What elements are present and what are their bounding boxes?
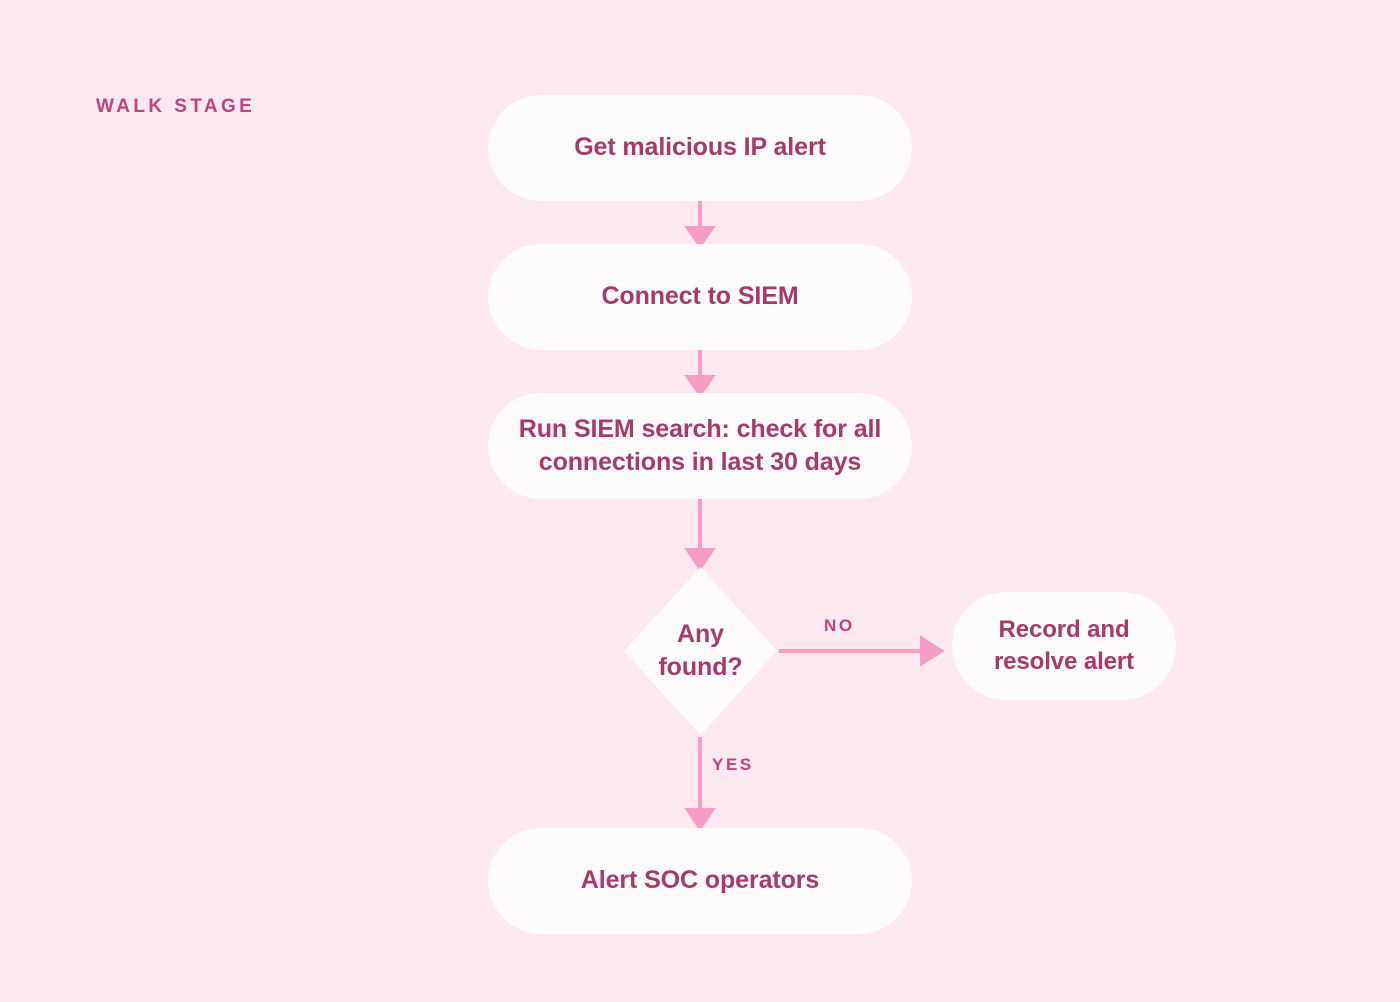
node-label-lines: Any found? [658,618,742,684]
node-label-multiline: Record and resolve alert [994,614,1134,678]
edge-label-no: NO [824,616,855,635]
stage-label: WALK STAGE [96,96,256,117]
node-label-line-1: Run SIEM search: check for all [518,414,882,443]
node-label: Connect to SIEM [601,282,799,311]
edge-label-yes: YES [712,755,754,774]
node-record-and-resolve-alert[interactable]: Record and resolve alert [952,592,1176,700]
node-label-line-2: connections in last 30 days [538,448,862,476]
node-label: Alert SOC operators [580,866,820,895]
edge-n2-n3 [684,350,716,398]
node-decision-any-found[interactable]: Any found? [624,567,777,735]
node-label-multiline: Run SIEM search: check for all connectio… [518,413,882,480]
node-label-line-2: resolve alert [993,648,1135,675]
node-label-line-1: Record and [998,615,1130,643]
node-connect-to-siem[interactable]: Connect to SIEM [488,244,912,350]
node-alert-soc-operators[interactable]: Alert SOC operators [488,828,912,934]
node-label-line-2: found? [658,653,743,681]
node-label: Get malicious IP alert [574,133,826,162]
edge-n3-n4 [684,499,716,572]
node-label-line-1: Any [677,620,724,648]
edge-n4-n6 [684,737,716,832]
node-get-malicious-ip-alert[interactable]: Get malicious IP alert [488,95,912,201]
edge-n1-n2 [684,201,716,249]
node-label-multiline: Any found? [624,567,777,735]
edge-n4-n5 [779,635,945,667]
node-run-siem-search[interactable]: Run SIEM search: check for all connectio… [488,393,912,499]
